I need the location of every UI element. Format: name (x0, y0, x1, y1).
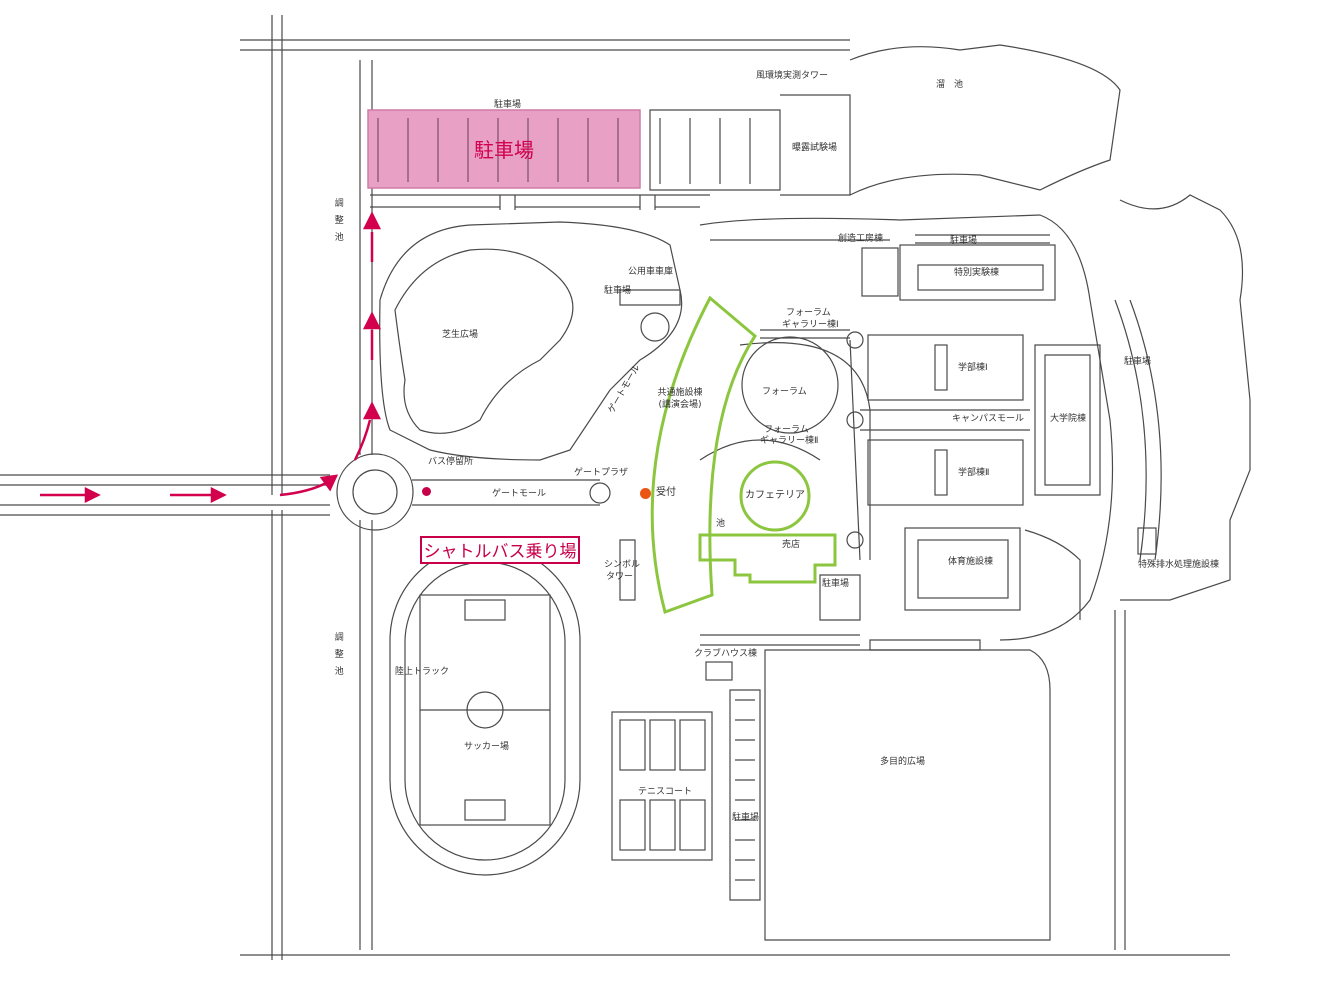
label-cafeteria: カフェテリア (745, 490, 805, 501)
label-adjust-pond-2: 調整池 (332, 632, 343, 683)
label-lawn-plaza: 芝生広場 (442, 330, 479, 340)
label-symbol-tower-2: タワー (606, 572, 634, 582)
label-faculty-1: 学部棟Ⅰ (958, 363, 988, 373)
label-bus-stop: バス停留所 (428, 457, 474, 467)
shuttle-bus-stop-label[interactable]: シャトルバス乗り場 (420, 536, 580, 564)
label-special-lab: 特別実験棟 (954, 268, 1000, 278)
label-forum-gallery-2a: フォーラム (764, 425, 809, 435)
label-forum-gallery-2b: ギャラリー棟Ⅱ (760, 436, 819, 446)
label-clubhouse: クラブハウス棟 (694, 649, 758, 659)
label-special-drain: 特殊排水処理施設棟 (1138, 560, 1220, 570)
label-parking-right-top: 駐車場 (950, 236, 978, 246)
label-graduate-school: 大学院棟 (1050, 414, 1087, 424)
main-parking-label: 駐車場 (474, 138, 534, 162)
cafeteria-building[interactable] (739, 460, 811, 532)
label-multipurpose: 多目的広場 (880, 757, 926, 767)
reception-label: 受付 (656, 487, 676, 498)
reception-marker-icon (640, 488, 651, 499)
label-creation-workshop: 創造工房棟 (838, 234, 884, 244)
label-adjust-pond-1: 調整池 (332, 198, 343, 249)
label-wind-tower: 風環境実測タワー (756, 71, 829, 81)
label-gate-plaza: ゲートプラザ (574, 468, 629, 478)
common-facility-building[interactable] (650, 295, 757, 614)
label-tennis: テニスコート (638, 787, 693, 797)
label-parking-small: 駐車場 (604, 286, 632, 296)
label-gym: 体育施設棟 (948, 557, 994, 567)
label-forum-gallery-1b: ギャラリー棟Ⅰ (782, 320, 839, 330)
label-forum: フォーラム (762, 387, 807, 397)
label-parking-east: 駐車場 (1124, 357, 1152, 367)
label-faculty-2: 学部棟Ⅱ (958, 468, 990, 478)
label-symbol-tower-1: シンボル (604, 560, 641, 570)
label-exposure-test: 曝露試験場 (792, 143, 838, 153)
label-gate-mall: ゲートモール (492, 489, 547, 499)
label-pond-small: 池 (716, 519, 726, 529)
label-campus-mall: キャンパスモール (952, 414, 1025, 424)
label-shop: 売店 (782, 540, 801, 550)
main-parking-area[interactable] (367, 109, 641, 189)
label-forum-gallery-1a: フォーラム (786, 308, 831, 318)
label-parking-south-gym: 駐車場 (822, 579, 850, 589)
label-parking-top: 駐車場 (494, 100, 522, 110)
label-track: 陸上トラック (395, 667, 450, 677)
label-common-facility-1: 共通施設棟 (657, 388, 703, 398)
shop-building[interactable] (698, 533, 837, 584)
label-common-facility-2: (講演会場) (658, 400, 702, 410)
label-pond-top: 溜 池 (936, 80, 964, 90)
label-parking-bottom: 駐車場 (732, 813, 760, 823)
shuttle-stop-marker-icon (422, 487, 431, 496)
label-public-garage: 公用車車庫 (628, 267, 674, 277)
label-soccer: サッカー場 (464, 742, 510, 752)
